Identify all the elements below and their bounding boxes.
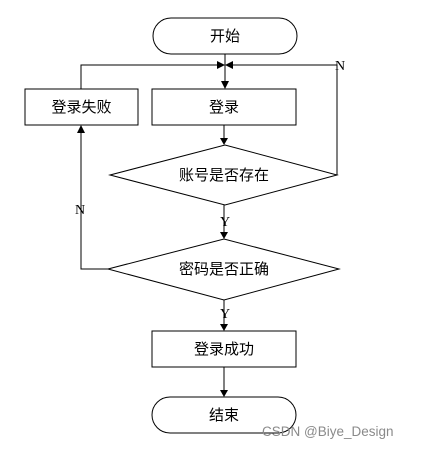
watermark-text: CSDN @Biye_Design xyxy=(262,424,394,439)
arrowhead-icon xyxy=(77,125,85,133)
login-failed-node: 登录失败 xyxy=(24,88,139,126)
password-correct-label: 密码是否正确 xyxy=(179,260,269,278)
end-node-label: 结束 xyxy=(209,406,239,424)
edge-start-to-login xyxy=(221,54,229,89)
edge-account-no-loop: N xyxy=(225,59,345,175)
password-no-label: N xyxy=(75,203,85,218)
edge-password-no: N xyxy=(75,125,108,270)
edge-success-to-end xyxy=(220,367,228,397)
login-success-node-label: 登录成功 xyxy=(194,340,254,358)
account-exists-label: 账号是否存在 xyxy=(179,166,269,184)
arrowhead-icon xyxy=(220,324,228,331)
password-correct-decision: 密码是否正确 xyxy=(106,238,341,301)
login-success-node: 登录成功 xyxy=(151,330,297,368)
account-exists-decision: 账号是否存在 xyxy=(108,144,339,206)
edge-password-yes: Y xyxy=(220,300,230,331)
login-node-label: 登录 xyxy=(209,98,239,116)
arrowhead-icon xyxy=(221,81,229,89)
password-yes-label: Y xyxy=(220,307,230,322)
start-node-label: 开始 xyxy=(210,27,240,45)
login-node: 登录 xyxy=(151,88,297,126)
account-yes-label: Y xyxy=(220,215,230,230)
arrowhead-icon xyxy=(217,61,225,69)
edge-account-yes: Y xyxy=(220,205,230,239)
start-node: 开始 xyxy=(152,17,298,55)
edge-login-to-account-check xyxy=(220,125,228,145)
arrowhead-icon xyxy=(225,61,233,69)
end-node: 结束 xyxy=(151,396,297,434)
arrowhead-icon xyxy=(220,390,228,397)
account-no-label: N xyxy=(335,59,345,74)
arrowhead-icon xyxy=(220,138,228,145)
edge-failed-loop xyxy=(80,61,225,89)
login-failed-node-label: 登录失败 xyxy=(51,98,111,116)
arrowhead-icon xyxy=(220,232,228,239)
